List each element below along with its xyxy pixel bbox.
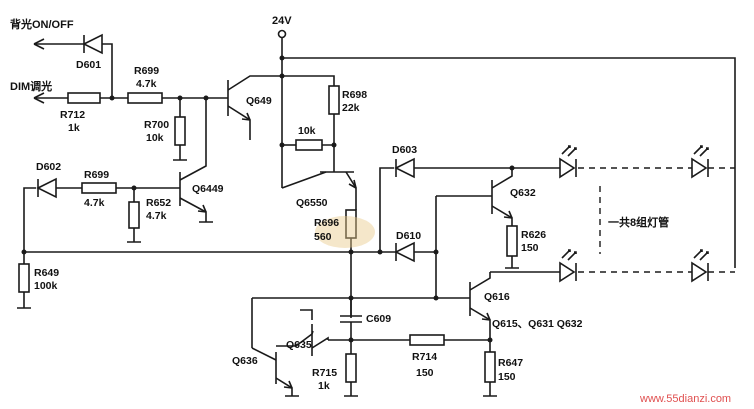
label-vcc: 24V xyxy=(272,15,292,27)
label-r649-name: R649 xyxy=(34,267,59,279)
resistor-r652 xyxy=(128,201,140,229)
transistor-q649 xyxy=(227,75,282,140)
label-r699b-name: R699 xyxy=(84,169,109,181)
label-q6449: Q6449 xyxy=(192,183,224,195)
label-q6550: Q6550 xyxy=(296,197,328,209)
diode-d602 xyxy=(36,177,57,199)
label-q615-group: Q615、Q631 Q632 xyxy=(492,318,583,330)
resistor-r699-top xyxy=(127,92,163,104)
diode-d610 xyxy=(394,241,415,263)
label-r712-val: 1k xyxy=(68,122,80,134)
backlight-section xyxy=(33,33,228,161)
resistor-r715 xyxy=(345,353,357,383)
protection-block xyxy=(251,295,490,397)
label-r696-val: 560 xyxy=(314,231,332,243)
label-r649-val: 100k xyxy=(34,280,58,292)
label-r715-val: 1k xyxy=(318,380,330,392)
label-r700-val: 10k xyxy=(146,132,164,144)
label-r626-val: 150 xyxy=(521,242,539,254)
resistor-r714 xyxy=(409,334,445,346)
transistor-q632 xyxy=(433,168,519,301)
transistor-q616 xyxy=(436,272,497,397)
diode-or xyxy=(379,157,560,263)
label-r714-name: R714 xyxy=(412,351,437,363)
diode-d601 xyxy=(82,33,103,55)
label-q649: Q649 xyxy=(246,95,272,107)
label-r652-val: 4.7k xyxy=(146,210,167,222)
resistor-r698 xyxy=(328,85,340,115)
label-r10k: 10k xyxy=(298,125,316,137)
label-r652-name: R652 xyxy=(146,197,171,209)
resistor-r699-mid xyxy=(81,182,117,194)
label-q632: Q632 xyxy=(510,187,536,199)
resistor-r700 xyxy=(174,116,186,146)
label-backlight: 背光ON/OFF xyxy=(10,17,74,31)
led-bottom-1 xyxy=(559,261,576,283)
label-r712-name: R712 xyxy=(60,109,85,121)
label-r700-name: R700 xyxy=(144,119,169,131)
label-r698-name: R698 xyxy=(342,89,367,101)
label-r647-name: R647 xyxy=(498,357,523,369)
label-r699a-name: R699 xyxy=(134,65,159,77)
label-d610: D610 xyxy=(396,230,421,242)
label-r715-name: R715 xyxy=(312,367,337,379)
label-r698-val: 22k xyxy=(342,102,360,114)
label-group-note: 一共8组灯管 xyxy=(608,215,669,229)
resistor-r712 xyxy=(67,92,101,104)
d602-branch xyxy=(23,98,213,252)
resistor-10k xyxy=(295,139,323,151)
watermark: www.55dianzi.com xyxy=(639,393,731,405)
label-r696-name: R696 xyxy=(314,217,339,229)
label-r699b-val: 4.7k xyxy=(84,197,105,209)
diode-d603 xyxy=(394,157,415,179)
label-q636: Q636 xyxy=(232,355,258,367)
label-q635: Q635 xyxy=(286,339,312,351)
label-r626-name: R626 xyxy=(521,229,546,241)
label-r647-val: 150 xyxy=(498,371,516,383)
led-strings xyxy=(490,145,735,283)
led-bottom-2 xyxy=(691,261,708,283)
label-d603: D603 xyxy=(392,144,417,156)
resistor-r626 xyxy=(506,225,518,257)
led-top-1 xyxy=(559,157,576,179)
vcc-rail xyxy=(277,29,736,268)
led-top-2 xyxy=(691,157,708,179)
resistor-r649 xyxy=(18,263,30,293)
label-q616: Q616 xyxy=(484,291,510,303)
label-d602: D602 xyxy=(36,161,61,173)
label-r714-val: 150 xyxy=(416,367,434,379)
label-dim: DIM调光 xyxy=(10,79,52,93)
labels: 背光ON/OFF DIM调光 24V 一共8组灯管 D601 R699 4.7k… xyxy=(10,15,731,405)
label-r699a-val: 4.7k xyxy=(136,78,157,90)
label-d601: D601 xyxy=(76,59,101,71)
label-c609: C609 xyxy=(366,313,391,325)
control-bus xyxy=(17,249,392,309)
resistor-r647 xyxy=(484,351,496,383)
